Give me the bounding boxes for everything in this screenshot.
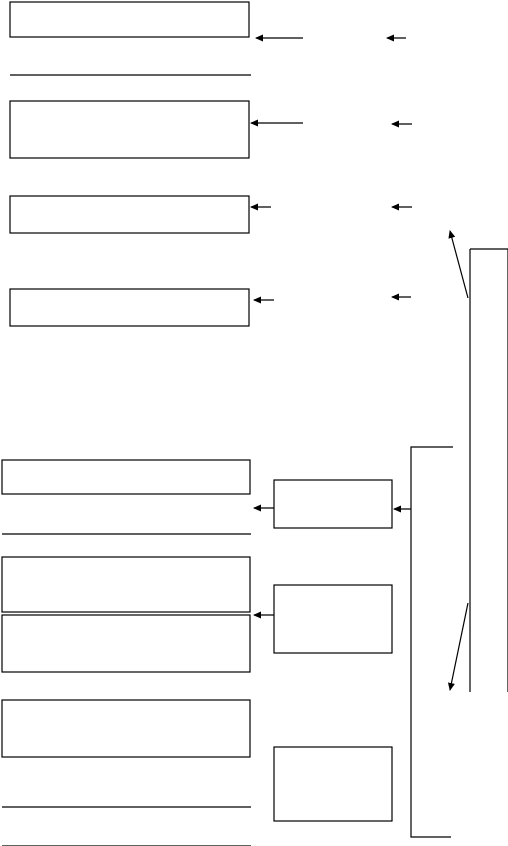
box-l2 xyxy=(9,100,250,159)
arrow xyxy=(447,602,469,691)
right-column-frame xyxy=(469,248,508,692)
box-l6 xyxy=(1,556,251,613)
box-l5 xyxy=(1,459,251,495)
box-m1 xyxy=(273,479,393,529)
box-m3 xyxy=(273,746,393,822)
bracket xyxy=(410,446,453,838)
box-l1 xyxy=(9,1,250,38)
box-l4 xyxy=(9,288,250,327)
box-l7 xyxy=(1,614,251,673)
box-m2 xyxy=(273,584,393,654)
arrow xyxy=(448,230,469,299)
box-l3 xyxy=(9,195,250,234)
box-l8 xyxy=(1,699,251,758)
